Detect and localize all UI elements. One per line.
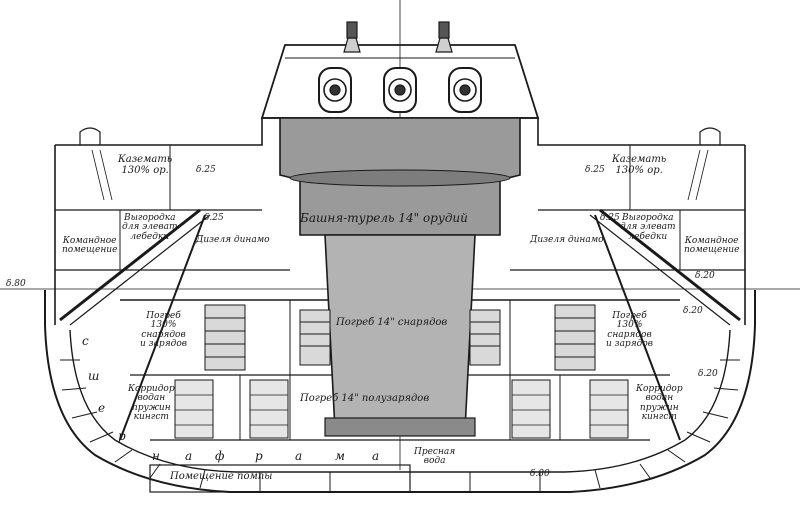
shell-130-right-line2: 130% <box>616 320 643 331</box>
shell-130-right-line3: снарядов <box>607 329 652 340</box>
bulkheads <box>119 145 681 440</box>
stores-left-line2: водан <box>137 393 166 404</box>
label-shell-room-130-right: Погреб 130% снарядов и зарядов <box>606 311 654 350</box>
turret-ring <box>289 169 511 187</box>
label-winch-right: Выгородка для элеват лебедки <box>620 213 676 242</box>
winch-right-line2: для элеват <box>620 222 676 233</box>
label-keel-room: Помещение помпы <box>170 471 273 482</box>
sloped-armour-right <box>599 208 741 322</box>
casemate-right-line2: 130% ор. <box>615 164 663 176</box>
label-dynamo-left: Дизеля динамо <box>196 235 270 245</box>
winch-right-line3: лебедки <box>628 231 668 242</box>
double-bottom-letter-10: м <box>335 449 345 463</box>
shell-130-left-line1: Погреб <box>146 311 181 321</box>
double-bottom-letter-3: е <box>98 401 106 415</box>
inner-hull <box>69 329 731 473</box>
label-stores-left: Корридор водан пружин кингст <box>128 384 175 423</box>
dim-left-upper: δ.25 <box>196 165 216 175</box>
ammo-racks-left <box>204 304 331 371</box>
torpedo-bulkhead-right <box>594 214 681 441</box>
double-bottom-frames <box>60 359 740 492</box>
hold-racks <box>174 379 629 439</box>
label-winch-left: Выгородка для элеват лебедки <box>122 213 178 242</box>
shell-130-left-line3: снарядов <box>141 329 186 340</box>
stores-right-line3: пружин <box>639 402 679 413</box>
label-casemate-left: Каземать 130% ор. <box>118 154 173 176</box>
fresh-water-line2: вода <box>423 456 446 467</box>
torpedo-bulkhead-left <box>119 214 206 441</box>
label-conning-left: Командное помещение <box>62 236 118 256</box>
dim-right-hull: δ.20 <box>695 271 715 281</box>
dim-right-mid: δ.25 <box>600 213 620 223</box>
label-turret: Башня-турель 14" орудий <box>300 211 468 225</box>
fresh-water-line1: Пресная <box>414 447 456 457</box>
casemate-right-line1: Каземать <box>612 154 667 165</box>
casemate-left-line2: 130% ор. <box>121 164 169 176</box>
double-bottom-letter-5: н <box>152 449 160 463</box>
winch-left-line1: Выгородка <box>123 213 176 223</box>
label-charge-room-14: Погреб 14" полузарядов <box>300 393 430 404</box>
dim-waterline-left: δ.80 <box>6 279 26 289</box>
gun-sights <box>343 21 453 53</box>
label-conning-right: Командное помещение <box>684 236 740 256</box>
label-stores-right: Корридор водан пружин кингст <box>636 384 683 423</box>
label-shell-room-130-left: Погреб 130% снарядов и зарядов <box>140 311 188 350</box>
ammo-racks-right <box>469 304 596 371</box>
ladders <box>91 149 709 201</box>
ventilators <box>79 127 721 145</box>
shell-130-right-line4: и зарядов <box>606 339 654 350</box>
label-fresh-water: Пресная вода <box>414 447 456 467</box>
double-bottom-letter-1: с <box>82 334 89 348</box>
double-bottom-letter-7: ф <box>215 449 225 463</box>
conning-right-line2: помещение <box>684 245 740 256</box>
keel-box <box>149 464 411 493</box>
double-bottom-letter-11: а <box>372 449 380 463</box>
conning-left-line1: Командное <box>62 236 117 246</box>
winch-left-line3: лебедки <box>130 231 170 242</box>
winch-left-line2: для элеват <box>122 222 178 233</box>
gun-barrels <box>318 67 482 113</box>
winch-right-line1: Выгородка <box>621 213 674 223</box>
sloped-armour-left-inner <box>69 214 211 326</box>
shell-130-right-line1: Погреб <box>612 311 647 321</box>
double-bottom-letter-2: ш <box>88 369 100 383</box>
double-bottom-letter-6: а <box>185 449 193 463</box>
conning-left-line2: помещение <box>62 245 118 256</box>
conning-right-line1: Командное <box>684 236 739 246</box>
dim-bottom-keel: δ.80 <box>530 469 550 479</box>
label-dynamo-right: Дизеля динамо <box>530 235 604 245</box>
stores-right-line2: водан <box>645 393 674 404</box>
turret-base <box>324 417 476 437</box>
stores-left-line4: кингст <box>133 412 169 423</box>
stores-right-line4: кингст <box>641 412 677 423</box>
sloped-armour-left <box>59 208 201 322</box>
sloped-armour-right-inner <box>589 214 731 326</box>
double-bottom-letter-9: а <box>295 449 303 463</box>
double-bottom-letter-4: р <box>118 429 126 443</box>
shell-130-left-line2: 130% <box>150 320 177 331</box>
dim-right-upper: δ.25 <box>585 165 605 175</box>
dim-left-mid: δ.25 <box>204 213 224 223</box>
dim-right-belt: δ.20 <box>683 306 703 316</box>
shell-130-left-line4: и зарядов <box>140 339 188 350</box>
label-shell-room-14: Погреб 14" снарядов <box>336 317 448 328</box>
label-casemate-right: Каземать 130% ор. <box>612 154 667 176</box>
dim-bottom: δ.20 <box>698 369 718 379</box>
double-bottom-letter-8: р <box>255 449 263 463</box>
stores-right-line1: Корридор <box>636 384 683 394</box>
stores-left-line3: пружин <box>131 402 171 413</box>
casemate-left-line1: Каземать <box>118 154 173 165</box>
stores-left-line1: Корридор <box>128 384 175 394</box>
